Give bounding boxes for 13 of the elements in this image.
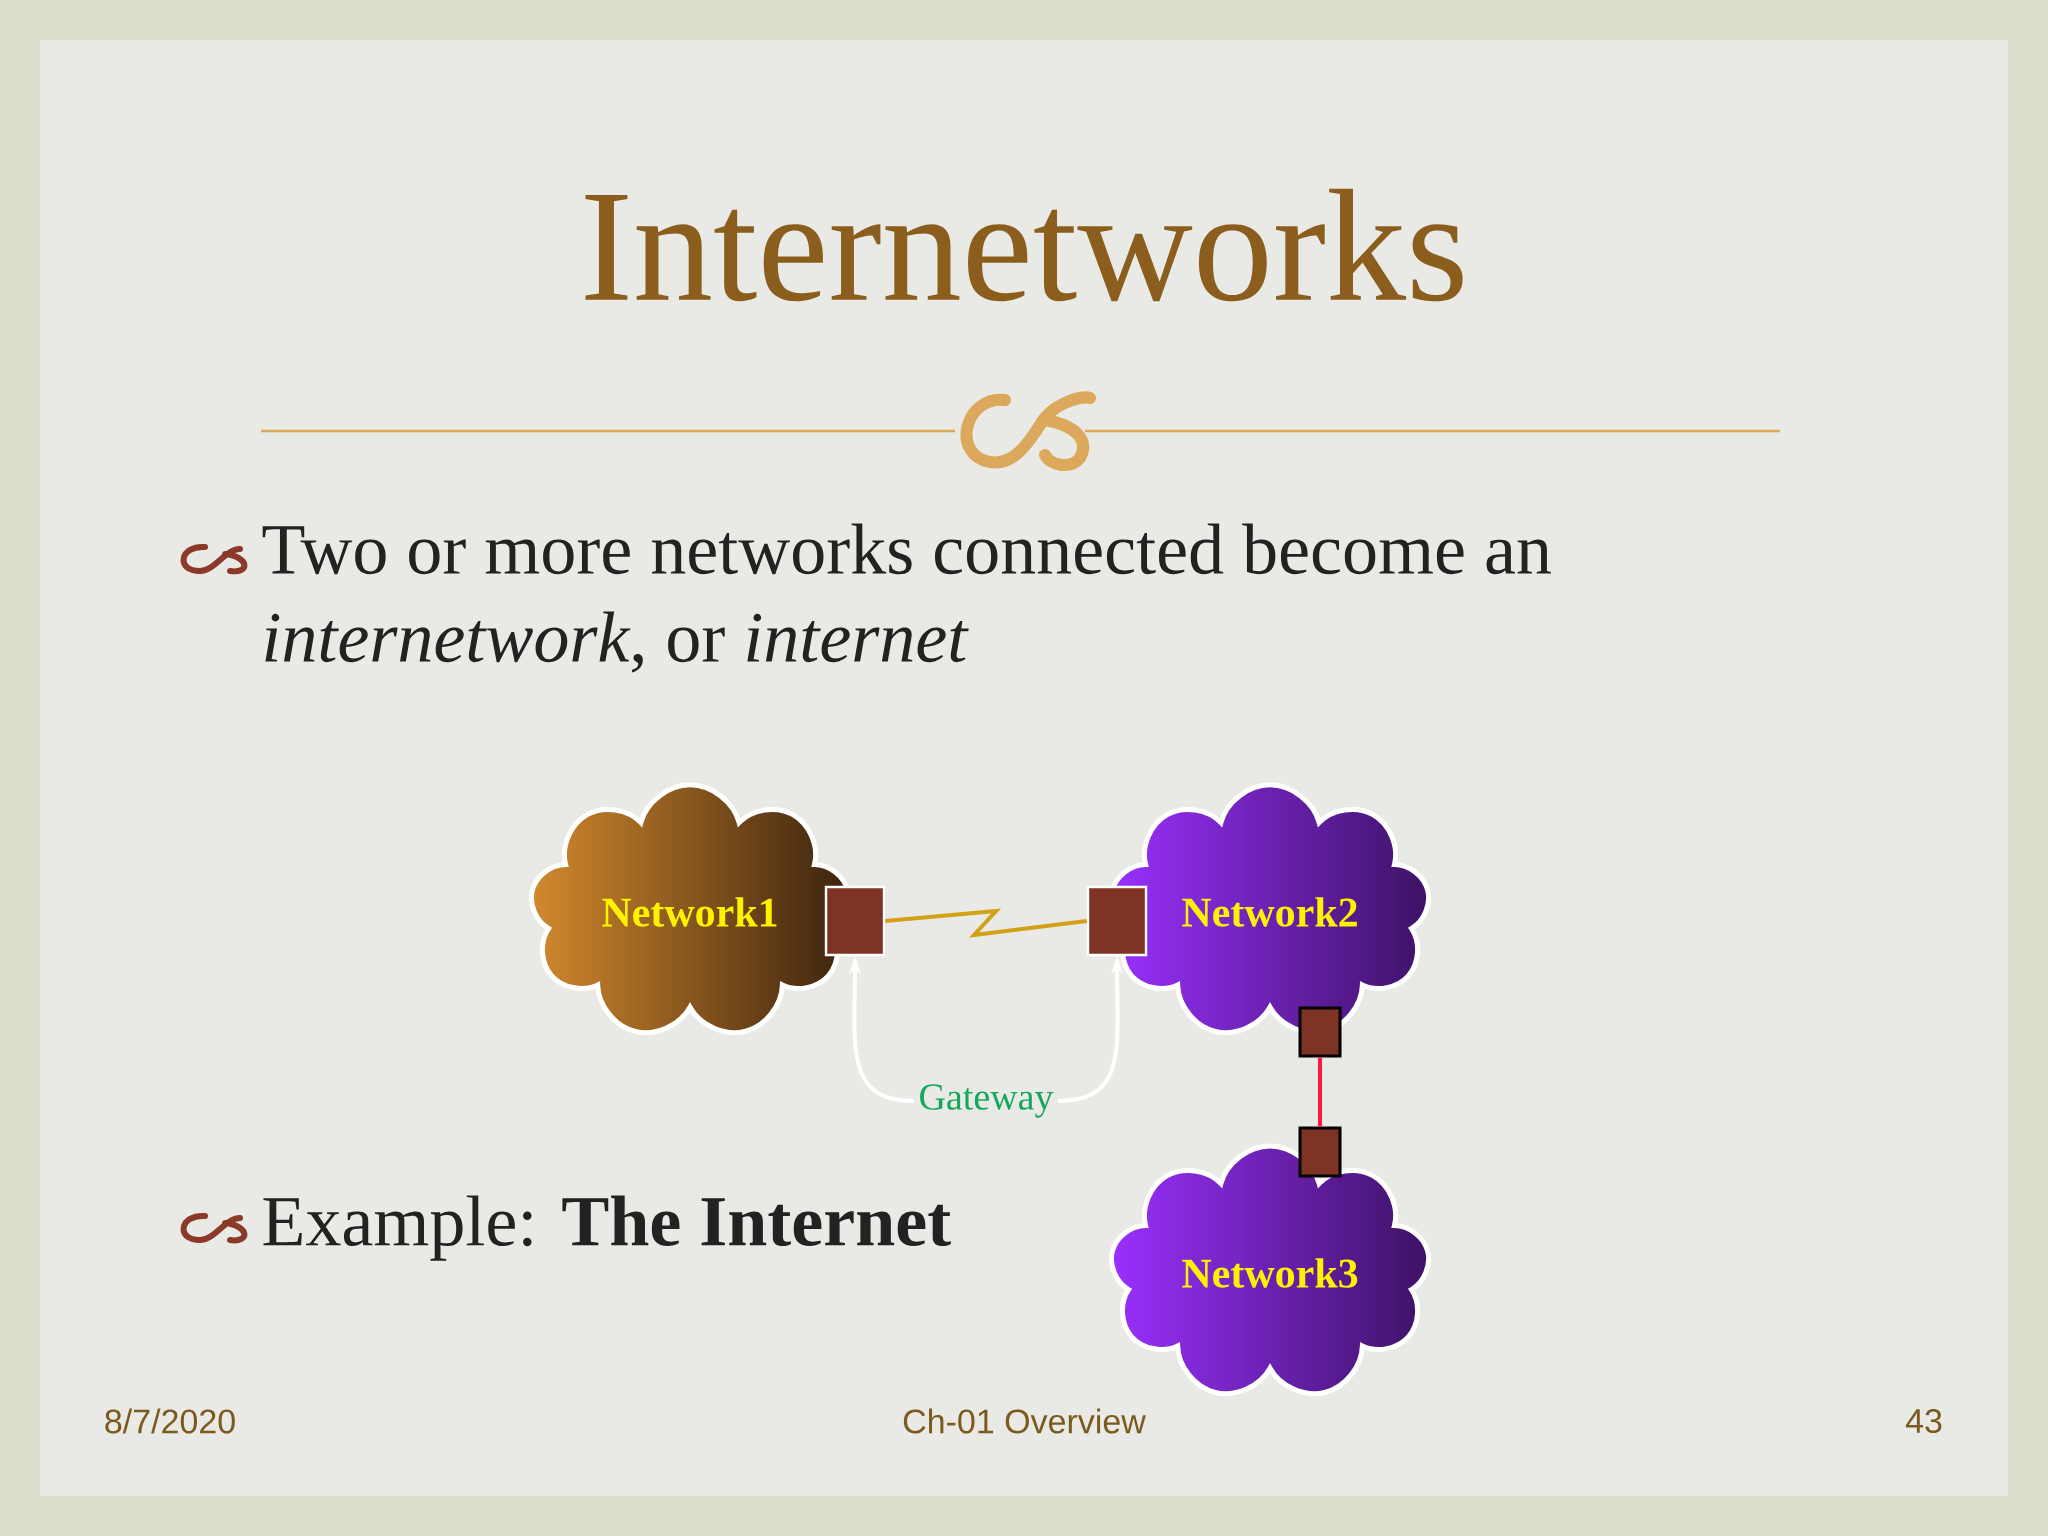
connection-line (1318, 1057, 1322, 1127)
bullet-text: Two or more networks connected become an internetwork, or internet (262, 523, 1551, 673)
gateway-label: Gateway (920, 1084, 1054, 1118)
footer-text: 8/7/2020 (105, 1408, 235, 1434)
footer-text: Ch-01 Overview (903, 1408, 1146, 1434)
bullet-text: Example: The Internet (263, 1195, 951, 1261)
square (824, 885, 886, 957)
square (1298, 1006, 1342, 1058)
square (1298, 1126, 1342, 1178)
title: Internetworks (585, 188, 1463, 302)
footer-text: 43 (1905, 1409, 1942, 1434)
lightning-link (885, 908, 1088, 938)
square (1086, 885, 1148, 957)
